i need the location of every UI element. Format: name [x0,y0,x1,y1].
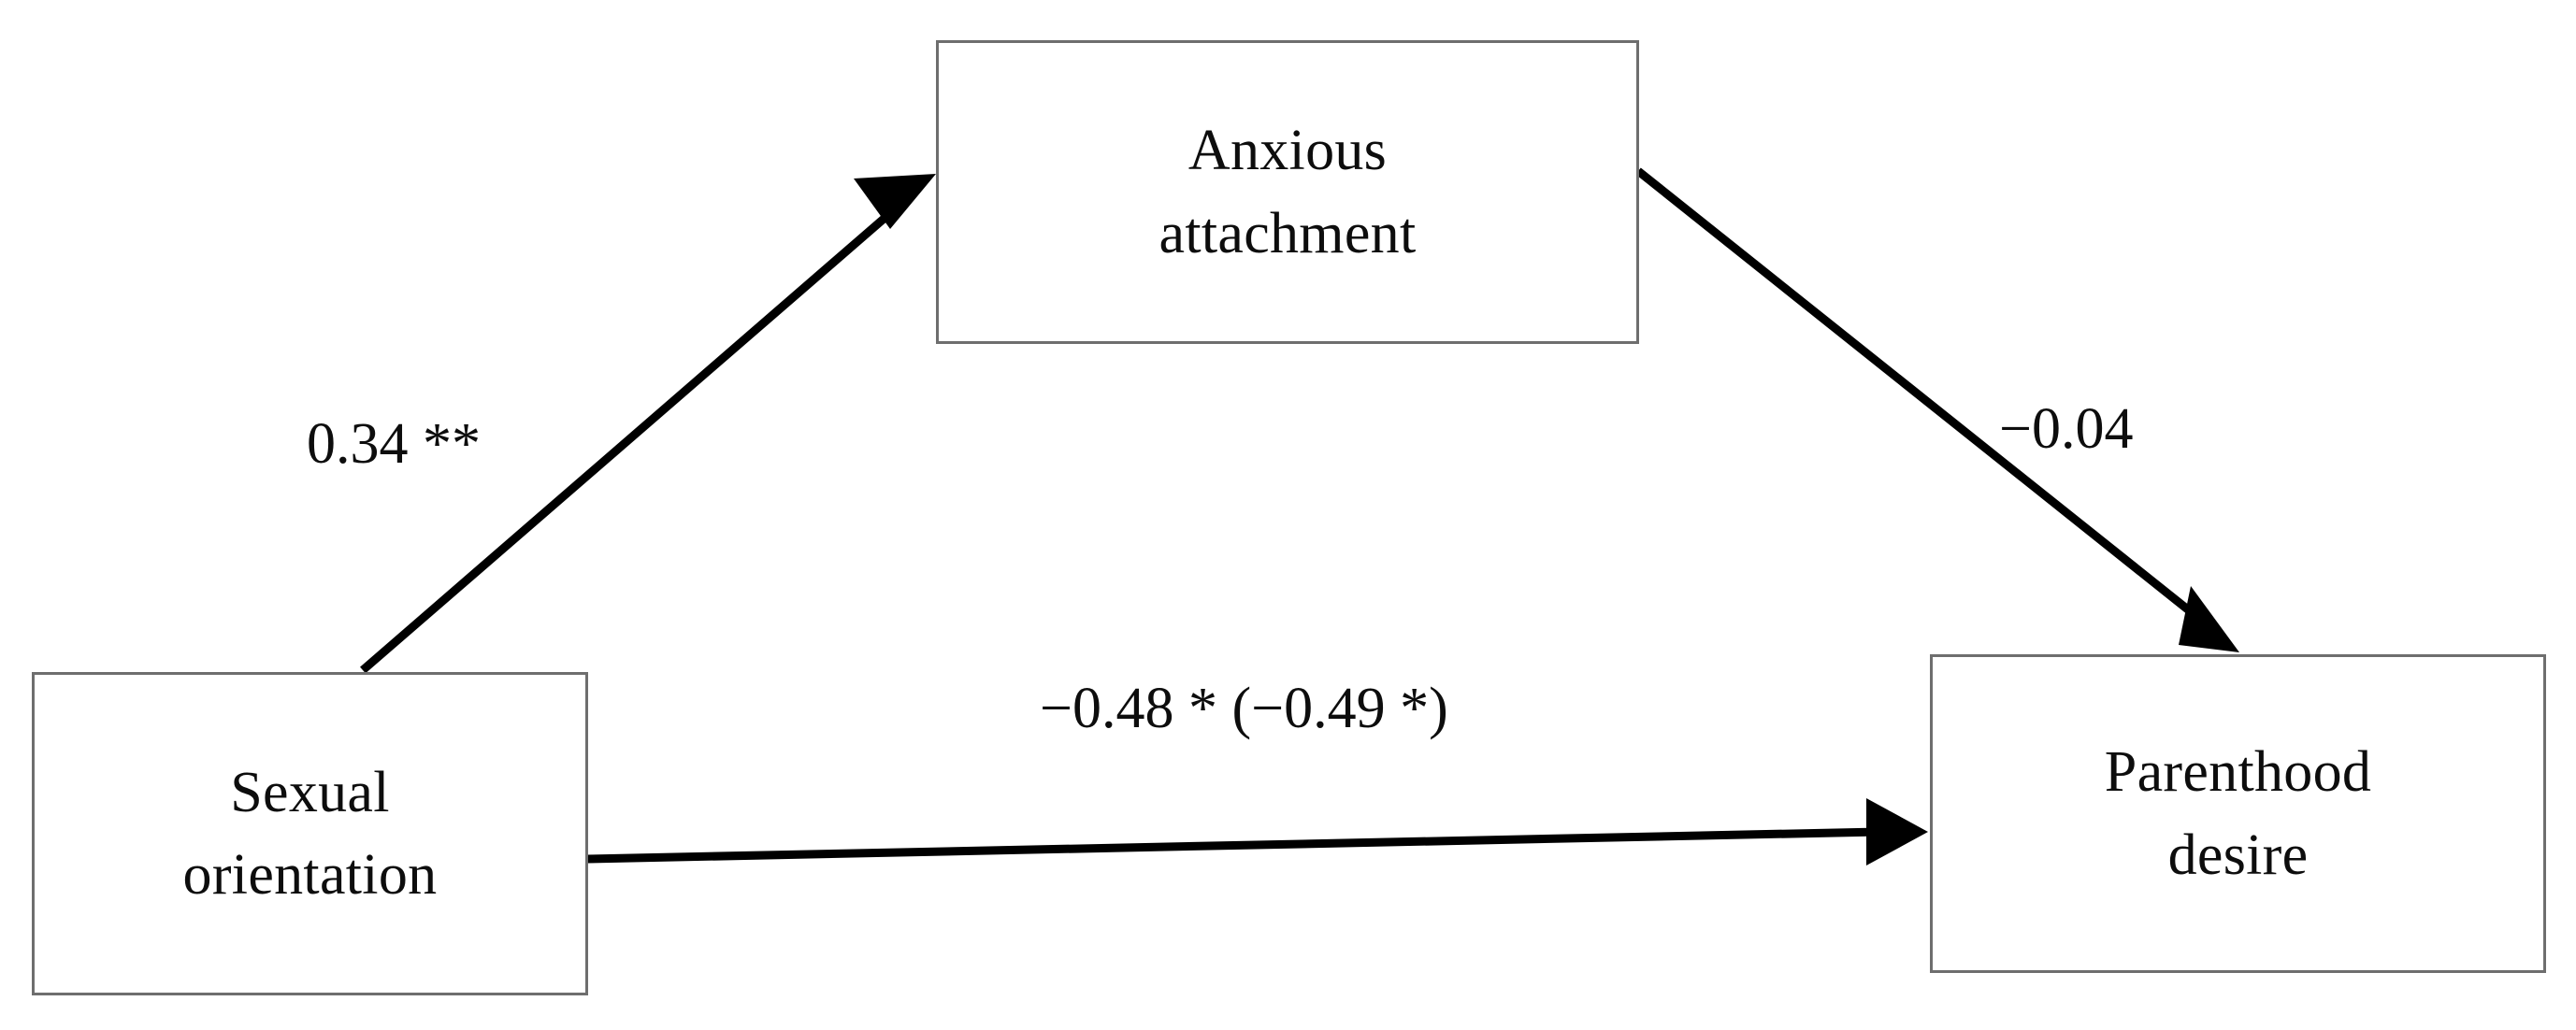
edge-a-path-arrowhead-icon [854,174,936,229]
edge-label-a-path: 0.34 ** [307,412,481,476]
edge-c-path [586,798,1928,865]
edge-a-path [360,174,936,674]
node-sexual-orientation-line-1: Sexual [230,760,390,824]
node-sexual-orientation: Sexual orientation [32,672,588,995]
node-parenthood-desire-line-2: desire [2167,823,2309,887]
node-sexual-orientation-line-2: orientation [182,843,438,907]
node-anxious-attachment: Anxious attachment [936,40,1639,344]
edge-c-path-line [586,827,1880,864]
edge-label-b-path: −0.04 [1999,397,2134,461]
edge-label-c-path: −0.48 * (−0.49 *) [1040,677,1448,740]
edge-c-path-arrowhead-icon [1866,798,1928,865]
edge-a-path-line [360,198,906,674]
edge-b-path-line [1635,167,2206,625]
edge-b-path [1635,167,2239,652]
node-anxious-attachment-line-2: attachment [1158,201,1417,265]
edge-b-path-arrowhead-icon [2179,586,2239,652]
node-parenthood-desire: Parenthood desire [1930,654,2546,973]
node-anxious-attachment-line-1: Anxious [1187,119,1388,183]
node-parenthood-desire-line-1: Parenthood [2104,740,2372,805]
